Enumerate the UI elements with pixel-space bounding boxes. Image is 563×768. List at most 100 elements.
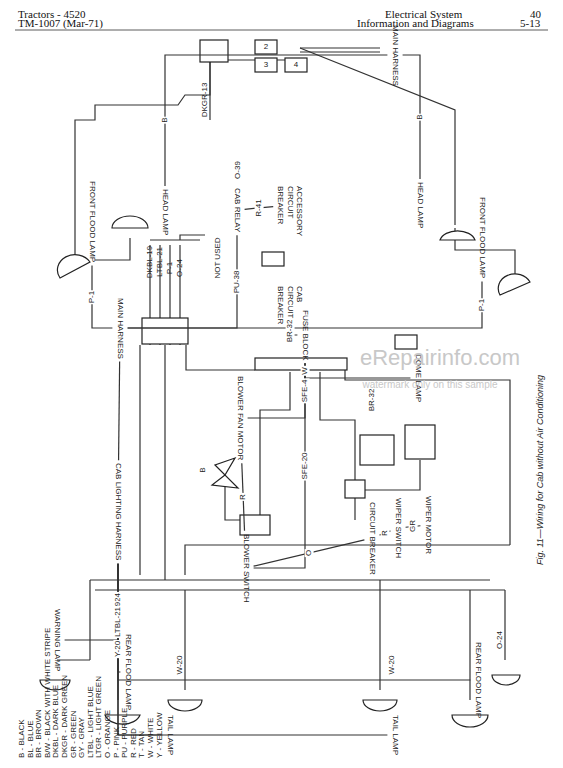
color-legend-entry: LTGR - LIGHT GREEN: [95, 676, 104, 758]
wire-code: P-1: [87, 290, 96, 304]
breaker-symbol: [345, 480, 365, 498]
wire-code: O-24: [175, 259, 184, 277]
wire-connector: [128, 235, 237, 328]
wire-code: O-39: [233, 161, 242, 179]
component-name: WARNING LAMP: [52, 609, 61, 671]
component-name: CAB LIGHTING HARNESS: [113, 463, 122, 560]
wire: [300, 48, 455, 225]
lamp-symbol: [440, 231, 475, 240]
lamp-symbol: [112, 216, 148, 228]
wire-code: SFE-20: [300, 451, 309, 480]
color-legend-entry: O - ORANGE: [103, 710, 112, 758]
color-legend-entry: PU - PURPLE: [121, 708, 130, 758]
component-label: TAIL LAMP: [164, 714, 175, 756]
wire-code: W: [300, 366, 309, 376]
component-label: CAB LIGHTING HARNESS: [112, 462, 123, 561]
wire-code: BR-32: [367, 389, 376, 412]
lamp-symbol: [492, 675, 520, 685]
wire-code: SFE-4: [300, 378, 309, 403]
component-name: REAR FLOOD LAMP: [123, 634, 132, 710]
color-legend-entry: B/W - BLACK WITH WHITE STRIPE: [43, 628, 52, 758]
component-name: WIPER SWITCH: [393, 498, 402, 558]
color-legend-entry: R - RED: [129, 728, 138, 758]
color-legend-entry: P - PINK: [112, 727, 121, 758]
wire-code: P-1: [477, 298, 486, 312]
watermark: eRepairinfo.com: [360, 345, 520, 370]
component-name: TAIL LAMP: [165, 715, 174, 755]
wire-code: NOT USED: [213, 237, 222, 278]
component-name: BLOWER FAN MOTOR: [235, 376, 244, 460]
wire-code: O: [304, 549, 313, 557]
component-name: HEAD LAMP: [415, 182, 424, 228]
wire-code: B: [415, 113, 424, 120]
component-name: TAIL LAMP: [390, 715, 399, 755]
lamp-symbol: [498, 274, 530, 295]
wire: [95, 238, 130, 260]
wire: [260, 372, 355, 520]
color-legend-entry: Y - YELLOW: [155, 713, 164, 759]
wire: [57, 580, 470, 700]
wire: [185, 545, 510, 575]
component-label: MAIN HARNESS: [389, 24, 400, 87]
wire: [186, 345, 510, 545]
component-label: WIPER SWITCH: [392, 497, 403, 559]
component-name: BLOWER SWITCH: [241, 534, 250, 602]
watermark: watermark only on this sample: [362, 379, 497, 391]
wire-code: W-20: [175, 656, 184, 675]
relay-symbol: [200, 40, 228, 62]
component-label: TAIL LAMP: [389, 714, 400, 756]
component-name: REAR FLOOD LAMP: [473, 642, 482, 718]
wire-code: GR: [408, 519, 417, 533]
component-label: HEAD LAMP: [159, 188, 170, 236]
component-label: CAB RELAY: [231, 187, 242, 233]
component-label: BLOWER FAN MOTOR: [234, 375, 245, 461]
wiper-switch-symbol: [360, 435, 394, 465]
wire: [75, 60, 300, 262]
component-label: REAR FLOOD LAMP: [472, 641, 483, 719]
wire-code: PU-38: [232, 269, 241, 294]
color-legend-entry: BR - BROWN: [35, 709, 44, 758]
component-name: FUSE BLOCK: [300, 310, 309, 361]
page-header: TM-1007 (Mar-71): [18, 17, 103, 30]
wire-code: B: [198, 467, 207, 472]
header-rule: [15, 30, 548, 31]
component-label: MAIN HARNESS: [114, 297, 125, 360]
lamp-symbol: [452, 715, 488, 727]
breaker-terminal: [285, 58, 307, 72]
color-legend-entry: GY - GRAY: [78, 717, 87, 758]
wire-connector: [254, 363, 305, 568]
wire-code: LTBL-21: [155, 247, 164, 277]
wire-connector: [118, 564, 470, 680]
wire-connector: [118, 564, 387, 735]
main-harness-wire: [300, 48, 380, 52]
breaker-terminal: [262, 252, 284, 266]
color-legend-entry: DKGR - DARK GREEN: [60, 675, 69, 758]
component-name: ACCESSORY CIRCUIT BREAKER: [276, 186, 304, 224]
color-legend-entry: B - BLACK: [17, 719, 26, 758]
breaker-terminal: [255, 58, 277, 72]
wire-code: 4: [294, 60, 298, 69]
lamp-symbol: [57, 255, 90, 278]
wire-code: B: [160, 117, 169, 124]
component-label: FRONT FLOOD LAMP: [476, 196, 487, 279]
wire-code: O-24: [495, 631, 504, 649]
wire: [150, 235, 205, 240]
wire-code: Y-20: [113, 640, 122, 658]
wire-code: 3: [264, 60, 268, 69]
color-legend-entry: W - WHITE: [146, 718, 155, 758]
wire-code: R: [239, 493, 248, 501]
color-legend-entry: GR - GREEN: [69, 710, 78, 758]
wire-code: DKBL-19: [145, 246, 154, 278]
component-name: FRONT FLOOD LAMP: [87, 181, 96, 262]
component-label: ACCESSORY CIRCUIT BREAKER: [275, 185, 305, 225]
component-name: CAB RELAY: [232, 188, 241, 232]
component-label: FUSE BLOCK: [299, 309, 310, 362]
cab-harness-wire: [140, 345, 165, 580]
wire-connector: [65, 564, 118, 640]
wire-code: LTBL-21: [113, 606, 122, 638]
lamp-symbol: [168, 700, 202, 711]
component-label: FRONT FLOOD LAMP: [86, 180, 97, 263]
breaker-terminal: [255, 40, 277, 54]
wire-code: DKGR-13: [200, 83, 209, 118]
wire-group: [15, 30, 548, 700]
